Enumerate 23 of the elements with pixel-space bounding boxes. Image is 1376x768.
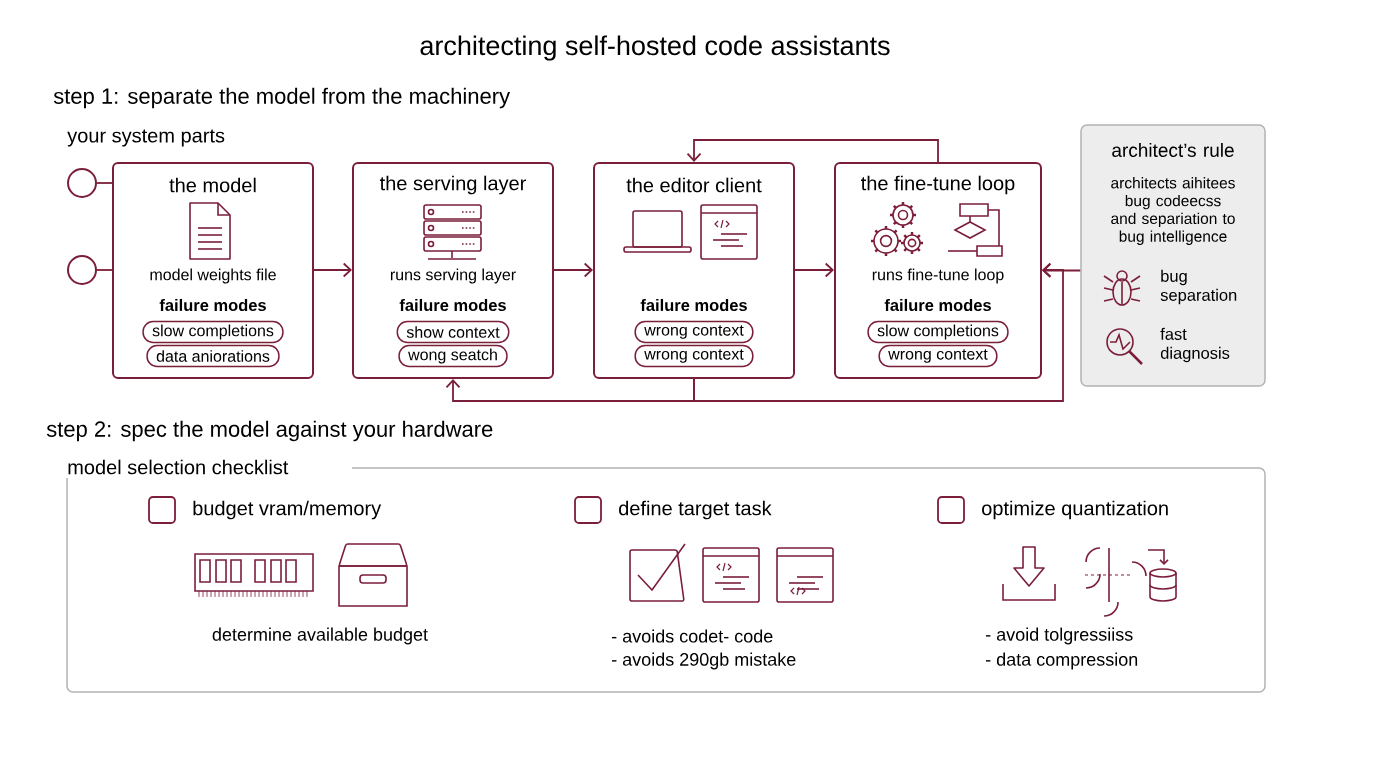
arrow [553, 262, 593, 278]
step-heading: step 1: separate the model from the machinery [53, 87, 511, 109]
arrow [313, 262, 352, 278]
checklist-panel: model selection checklist budget vram/memory define target task optimize quantization determine available budget - avoids codet- code - avoids 290gb mistake - avoid tolgressiiss - data compression [66, 459, 1266, 693]
failure-pill: wrong context [634, 320, 754, 344]
connector-circle [67, 255, 97, 285]
arrow [1042, 263, 1082, 278]
failure-pill: wrong context [634, 344, 754, 368]
failure-pill: slow completions [867, 320, 1009, 344]
failure-pill: wrong context [878, 344, 998, 368]
step-heading: step 2: spec the model against your hardware [46, 420, 493, 442]
arrow [445, 378, 695, 402]
section-heading: your system parts [67, 129, 225, 147]
failure-pill: wong seatch [398, 344, 508, 368]
failure-pill: slow completions [142, 320, 284, 344]
arrow [794, 262, 834, 278]
connector-circle [67, 168, 97, 198]
title: architecting self-hosted code assistants [420, 35, 890, 61]
failure-pill: show context [396, 320, 510, 344]
failure-pill: data aniorations [146, 344, 280, 368]
rule-panel: architect’s rule architects aihitees bug codeecss and separiation to bug intelligence bug separation fast diagnosis [1080, 124, 1266, 387]
arrow [693, 262, 1064, 402]
arrow [686, 139, 939, 163]
